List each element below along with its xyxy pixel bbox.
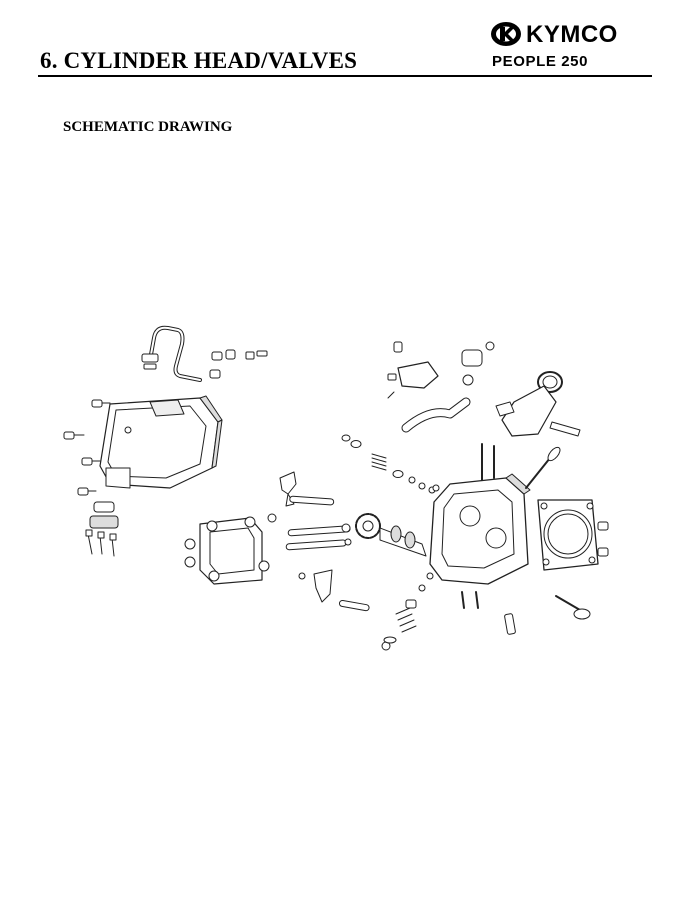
valve-springs-lower xyxy=(382,585,425,650)
cylinder-head xyxy=(427,444,530,584)
water-hose xyxy=(406,402,466,428)
chapter-title: 6. CYLINDER HEAD/VALVES xyxy=(40,48,358,73)
thermostat-housing xyxy=(388,342,494,398)
cylinder-head-gasket xyxy=(538,500,608,570)
small-fittings xyxy=(210,350,267,378)
intake-manifold xyxy=(496,372,580,436)
kymco-logo: KYMCO xyxy=(490,20,642,50)
model-name: PEOPLE 250 xyxy=(492,53,589,70)
kymco-logo-icon xyxy=(491,22,521,46)
section-heading: SCHEMATIC DRAWING xyxy=(63,119,233,135)
intake-valve xyxy=(526,445,562,488)
valve-bracket xyxy=(86,502,118,556)
spark-plug xyxy=(462,592,516,635)
exploded-view-diagram xyxy=(50,318,620,668)
valve-springs-upper xyxy=(342,435,435,493)
page-header: 6. CYLINDER HEAD/VALVES KYMCO PEOPLE 250 xyxy=(0,0,676,80)
header-rule xyxy=(38,75,652,77)
cover-bolts xyxy=(64,400,110,495)
brand-name: KYMCO xyxy=(526,21,618,48)
cylinder-head-cover xyxy=(100,396,222,488)
breather-pipe xyxy=(142,328,200,380)
camshaft xyxy=(342,514,426,556)
exhaust-valve xyxy=(556,596,590,619)
rocker-arm-holder xyxy=(185,517,269,584)
rocker-arms xyxy=(268,472,370,611)
